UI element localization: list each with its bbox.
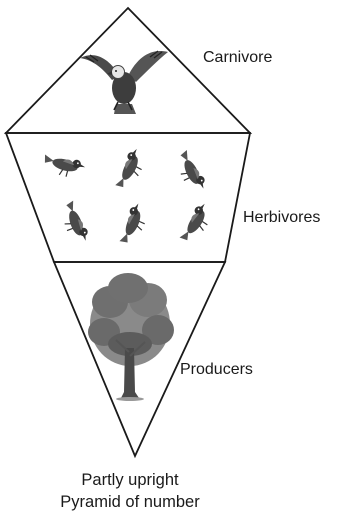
bird-icon [112, 146, 149, 192]
carnivore-label: Carnivore [203, 49, 272, 66]
caption-line-1: Partly upright [0, 469, 260, 491]
tree-icon [88, 273, 174, 401]
herbivores-level [6, 133, 250, 262]
bird-icon [58, 200, 90, 246]
herbivore-birds [41, 146, 216, 247]
herbivores-label: Herbivores [243, 209, 320, 226]
bird-icon [172, 149, 208, 195]
bird-icon [117, 201, 152, 247]
producers-label: Producers [180, 361, 253, 378]
bird-icon [41, 151, 87, 180]
bird-icon [177, 201, 216, 247]
caption-line-2: Pyramid of number [0, 491, 260, 513]
carnivore-level [6, 8, 250, 133]
eagle-icon [80, 51, 168, 114]
